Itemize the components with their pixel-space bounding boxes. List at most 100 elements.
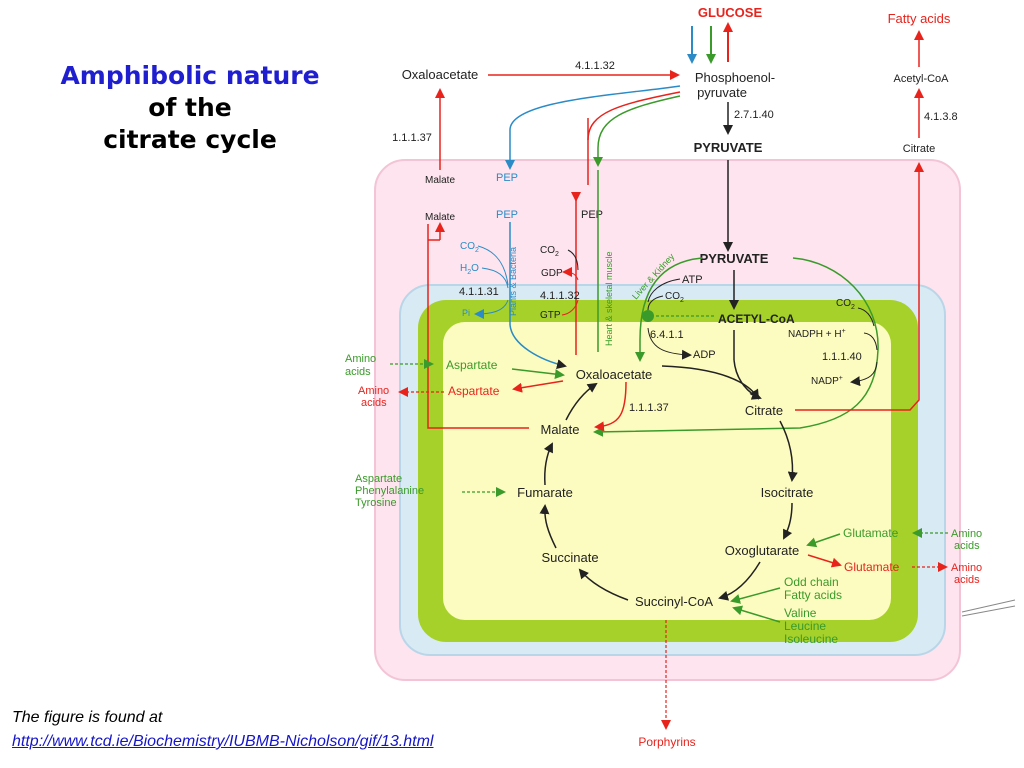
edge-line-2	[961, 605, 1016, 617]
fatty-acids-label: Fatty acids	[888, 11, 951, 26]
gtp-curve	[561, 299, 579, 316]
co2-green-curve	[647, 295, 664, 311]
nadp-label: NADP+	[811, 375, 843, 387]
pep-blue-label-1: PEP	[496, 172, 518, 184]
pep-blue-label-2: PEP	[496, 209, 518, 221]
ec-11140: 1.1.1.40	[822, 351, 862, 363]
h2o-label: H2O	[460, 263, 479, 276]
acetyl-coa-label: ACETYL-CoA	[718, 312, 795, 326]
pi-blue-curve	[474, 299, 509, 319]
co2-blue-curve	[477, 245, 509, 286]
aspartate-to-oaa	[511, 368, 565, 380]
cycle-oaa-to-citrate	[661, 365, 760, 400]
cycle-malate-to-oaa	[565, 382, 598, 421]
citrate-top: Citrate	[903, 143, 935, 155]
fumarate-label: Fumarate	[517, 485, 573, 500]
oxaloacetate-top-label: Oxaloacetate	[402, 67, 479, 82]
nadph-label: NADPH + H+	[788, 328, 846, 340]
amino-acids-rg-2: acids	[954, 540, 980, 552]
porphyrins-label: Porphyrins	[638, 735, 695, 749]
nadph-curve	[863, 332, 878, 351]
gdp-curve	[562, 267, 579, 281]
isocitrate-label: Isocitrate	[761, 485, 814, 500]
ec-41132: 4.1.1.32	[540, 290, 580, 302]
title-line-2: of the	[148, 93, 232, 122]
oxoglutarate-label: Oxoglutarate	[725, 543, 799, 558]
aspartate-red: Aspartate	[448, 384, 500, 398]
co2-right: CO2	[836, 298, 855, 311]
odd-chain-to-succinylcoa	[730, 587, 781, 604]
aspartate-input: Aspartate	[355, 473, 402, 485]
ec-11137-top: 1.1.1.37	[392, 132, 432, 144]
citrate-label: Citrate	[745, 403, 783, 418]
pep-green-curve	[593, 95, 681, 167]
co2-right-curve	[857, 307, 875, 327]
pyruvate-cytosol: PYRUVATE	[694, 140, 763, 155]
succinate-label: Succinate	[541, 550, 598, 565]
ec-4138: 4.1.3.8	[924, 111, 958, 123]
isoleucine-label: Isoleucine	[784, 632, 838, 646]
ec-41131: 4.1.1.31	[459, 286, 499, 298]
glutamate-red: Glutamate	[844, 560, 900, 574]
leucine-label: Leucine	[784, 619, 826, 633]
oxoglutarate-to-glutamate	[807, 554, 842, 568]
malic-enzyme-line	[593, 257, 879, 437]
acetyl-coa-top: Acetyl-CoA	[893, 73, 949, 85]
slide-title: Amphibolic nature of the citrate cycle	[20, 60, 360, 156]
tyrosine-input: Tyrosine	[355, 497, 397, 509]
glutamate-to-oxoglutarate	[806, 533, 841, 548]
odd-chain-1: Odd chain	[784, 575, 839, 589]
cycle-isocitrate-to-oxoglutarate	[783, 502, 793, 540]
valine-label: Valine	[784, 606, 817, 620]
co2-red-curve	[567, 249, 579, 271]
malate-label-1: Malate	[425, 175, 455, 186]
ec-27140: 2.7.1.40	[734, 109, 774, 121]
adp-label: ADP	[693, 349, 716, 361]
amino-acids-rg-1: Amino	[951, 528, 982, 540]
nadp-curve	[850, 361, 878, 387]
gtp-label: GTP	[540, 310, 561, 321]
pi-label: Pi	[462, 308, 470, 318]
title-line-1: Amphibolic nature	[60, 61, 320, 90]
adp-curve	[647, 327, 692, 360]
ec-11137: 1.1.1.37	[629, 402, 669, 414]
ec-6411: 6.4.1.1	[650, 329, 684, 341]
pep-blue-curve	[505, 85, 681, 170]
pep-blue-to-oaa	[509, 324, 567, 369]
gdp-label: GDP	[541, 268, 563, 279]
oxaloacetate-label: Oxaloacetate	[576, 367, 653, 382]
edge-line	[961, 599, 1016, 613]
title-line-3: citrate cycle	[103, 125, 277, 154]
malate-label-2: Malate	[425, 212, 455, 223]
cycle-succinylcoa-to-succinate	[578, 568, 629, 601]
cycle-fumarate-to-malate	[543, 442, 553, 486]
amino-acids-red-2: acids	[361, 397, 387, 409]
citrate-export-red	[795, 162, 924, 411]
figure-caption: The figure is found at http://www.tcd.ie…	[12, 706, 433, 754]
pep-black-label: PEP	[581, 209, 603, 221]
biotin-dot	[642, 310, 654, 322]
co2-green: CO2	[665, 291, 684, 304]
cycle-oxoglutarate-to-succinylcoa	[718, 561, 761, 601]
aspartate-green: Aspartate	[446, 358, 498, 372]
odd-chain-2: Fatty acids	[784, 588, 842, 602]
glutamate-green: Glutamate	[843, 526, 899, 540]
phenylalanine-input: Phenylalanine	[355, 485, 424, 497]
cycle-succinate-to-fumarate	[539, 504, 557, 549]
source-link[interactable]: http://www.tcd.ie/Biochemistry/IUBMB-Nic…	[12, 733, 434, 750]
pyruvate-mito: PYRUVATE	[700, 251, 769, 266]
bcaa-to-succinylcoa	[732, 605, 781, 623]
plants-bacteria-label: Plants & Bacteria	[508, 247, 518, 316]
malate-label: Malate	[540, 422, 579, 437]
h2o-blue-curve	[481, 267, 509, 289]
amino-acids-rr-2: acids	[954, 574, 980, 586]
cycle-citrate-to-isocitrate	[779, 420, 798, 482]
pep-label-line1: Phosphoenol-	[695, 70, 775, 85]
liver-kidney-line	[635, 257, 703, 362]
succinyl-coa-label: Succinyl-CoA	[635, 594, 713, 609]
co2-blue: CO2	[460, 241, 479, 254]
amino-acids-green-2: acids	[345, 366, 371, 378]
ec-41132-top: 4.1.1.32	[575, 60, 615, 72]
amino-acids-rr-1: Amino	[951, 562, 982, 574]
